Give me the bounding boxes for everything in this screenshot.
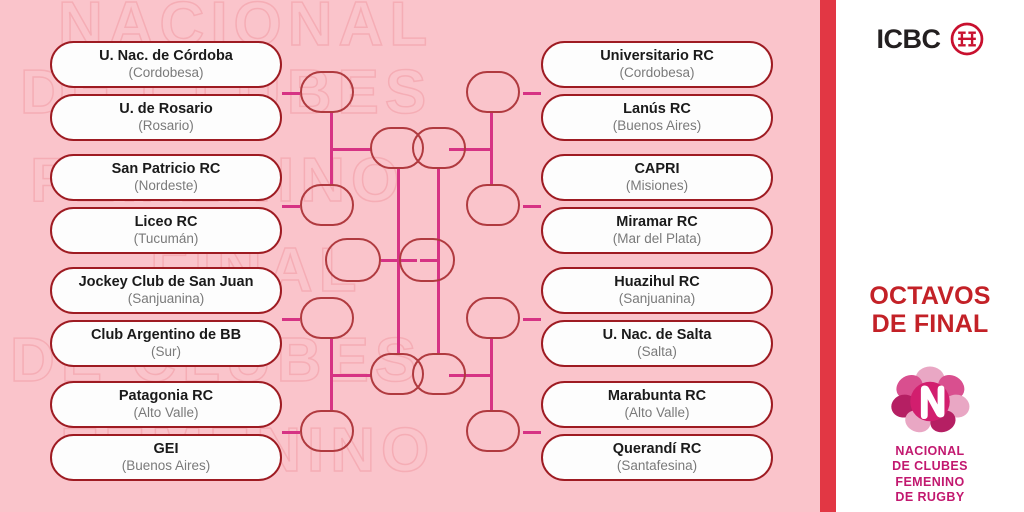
team-name: Querandí RC [612,440,702,457]
team-card[interactable]: Lanús RC (Buenos Aires) [541,94,773,141]
sponsor-name: ICBC [876,23,942,54]
vertical-divider [820,0,836,512]
stage-title: OCTAVOS DE FINAL [836,282,1024,338]
connector [449,148,491,151]
connector [437,169,440,259]
team-card[interactable]: U. Nac. de Salta (Salta) [541,320,773,367]
team-card[interactable]: Querandí RC (Santafesina) [541,434,773,481]
team-name: Patagonia RC [118,387,214,404]
team-name: Universitario RC [600,47,714,64]
sponsor-logo: ICBC [836,22,1024,56]
team-name: Miramar RC [616,213,698,230]
bracket-slot-r16[interactable] [300,410,354,452]
connector [282,205,300,208]
team-card[interactable]: Marabunta RC (Alto Valle) [541,381,773,428]
connector [330,148,372,151]
logo-line-3: FEMENINO [895,474,965,489]
team-card[interactable]: Patagonia RC (Alto Valle) [50,381,282,428]
team-region: (Buenos Aires) [612,117,702,133]
team-name: CAPRI [634,160,680,177]
stage-title-line1: OCTAVOS [869,282,991,310]
team-region: (Santafesina) [616,457,698,473]
team-region: (Salta) [637,343,677,359]
connector [490,113,493,185]
team-name: San Patricio RC [111,160,221,177]
team-region: (Sanjuanina) [127,290,205,306]
connector [490,339,493,411]
connector [523,431,541,434]
team-region: (Alto Valle) [133,404,199,420]
team-card[interactable]: Club Argentino de BB (Sur) [50,320,282,367]
connector [282,318,300,321]
team-name: Liceo RC [134,213,198,230]
logo-line-1: NACIONAL [895,444,965,458]
connector [523,318,541,321]
team-card[interactable]: Huazihul RC (Sanjuanina) [541,267,773,314]
bracket-slot-r16[interactable] [466,184,520,226]
connector [397,169,400,259]
sidebar-panel: ICBC [836,0,1024,512]
team-region: (Cordobesa) [128,64,204,80]
bracket-slot-final[interactable] [399,238,455,282]
team-region: (Sanjuanina) [618,290,696,306]
connector [523,92,541,95]
connector [282,431,300,434]
logo-line-2: DE CLUBES [892,459,968,474]
team-name: U. Nac. de Córdoba [99,47,233,64]
tournament-logo-text: NACIONAL DE CLUBES FEMENINO DE RUGBY [892,444,968,505]
bracket-slot-r16[interactable] [300,184,354,226]
team-card[interactable]: Liceo RC (Tucumán) [50,207,282,254]
team-name: Lanús RC [623,100,691,117]
team-name: U. de Rosario [119,100,213,117]
connector [420,259,440,262]
stage-title-line2: DE FINAL [871,310,989,338]
connector-final [381,259,399,262]
bracket-slot-final[interactable] [325,238,381,282]
team-card[interactable]: Jockey Club de San Juan (Sanjuanina) [50,267,282,314]
team-region: (Alto Valle) [624,404,690,420]
team-card[interactable]: Miramar RC (Mar del Plata) [541,207,773,254]
connector [449,374,491,377]
team-card[interactable]: U. Nac. de Córdoba (Cordobesa) [50,41,282,88]
team-region: (Sur) [151,343,181,359]
connector [282,92,300,95]
team-region: (Tucumán) [133,230,199,246]
team-region: (Misiones) [625,177,689,193]
team-region: (Mar del Plata) [612,230,702,246]
connector [523,205,541,208]
team-card[interactable]: San Patricio RC (Nordeste) [50,154,282,201]
logo-line-4: DE RUGBY [895,489,965,504]
connector [437,259,440,355]
flower-n-logo-icon [884,362,976,438]
bracket-slot-r16[interactable] [466,410,520,452]
connector [397,259,400,355]
team-region: (Rosario) [138,117,194,133]
team-name: Club Argentino de BB [90,326,242,343]
team-name: U. Nac. de Salta [602,326,712,343]
team-region: (Cordobesa) [619,64,695,80]
team-card[interactable]: GEI (Buenos Aires) [50,434,282,481]
bracket-slot-qf[interactable] [412,353,466,395]
bracket-panel: NACIONAL DE CLUBES FEMENINO FINAL DE CLU… [0,0,820,512]
bracket-slot-r16[interactable] [300,71,354,113]
connector [330,374,372,377]
team-card[interactable]: Universitario RC (Cordobesa) [541,41,773,88]
bracket-slot-r16[interactable] [300,297,354,339]
team-card[interactable]: U. de Rosario (Rosario) [50,94,282,141]
bracket-slot-r16[interactable] [466,71,520,113]
team-name: Jockey Club de San Juan [78,273,254,290]
team-region: (Buenos Aires) [121,457,211,473]
team-name: GEI [153,440,179,457]
team-name: Marabunta RC [607,387,707,404]
team-region: (Nordeste) [134,177,198,193]
team-name: Huazihul RC [614,273,700,290]
bracket-slot-r16[interactable] [466,297,520,339]
tournament-logo: NACIONAL DE CLUBES FEMENINO DE RUGBY [836,362,1024,505]
team-card[interactable]: CAPRI (Misiones) [541,154,773,201]
bracket-slot-qf[interactable] [412,127,466,169]
icbc-emblem-icon [950,22,984,56]
